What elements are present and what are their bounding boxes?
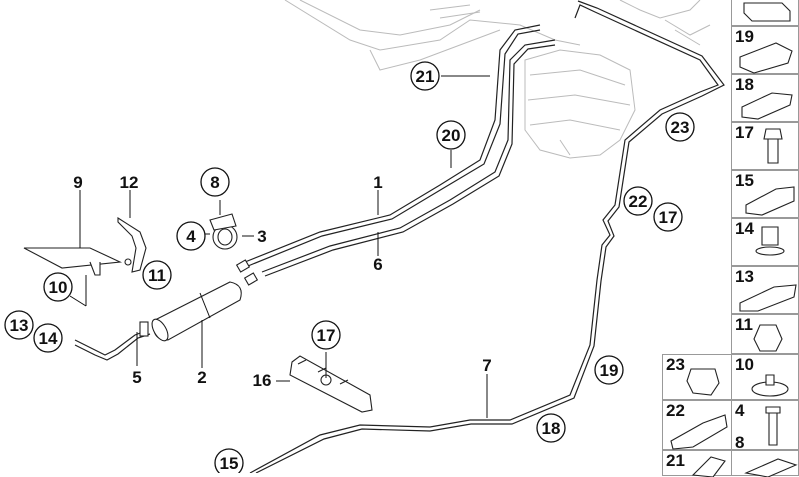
legend-cell-18[interactable]: 18 xyxy=(731,74,799,122)
svg-text:17: 17 xyxy=(659,208,678,227)
callout-1: 1 xyxy=(373,173,382,192)
parts-legend: 19 18 17 15 14 13 11 10 4 8 23 2 xyxy=(662,0,799,477)
legend-cell-19[interactable]: 19 xyxy=(731,26,799,74)
pipe-holder-icon xyxy=(741,92,793,120)
callout-circle-18: 18 xyxy=(536,413,566,443)
bracket-12 xyxy=(117,216,147,273)
legend-cell-23[interactable]: 23 xyxy=(662,354,732,400)
callout-9: 9 xyxy=(73,173,82,192)
legend-cell-15[interactable]: 15 xyxy=(731,170,799,218)
legend-cell-10[interactable]: 10 xyxy=(731,354,799,400)
fuel-tank-ghost xyxy=(524,49,636,159)
callout-circle-15: 15 xyxy=(214,448,244,473)
callout-2: 2 xyxy=(197,368,206,387)
svg-text:10: 10 xyxy=(49,278,68,297)
callout-circle-17-right: 17 xyxy=(653,202,683,232)
legend-cell-block[interactable] xyxy=(731,450,799,477)
legend-cell-22[interactable]: 22 xyxy=(662,400,732,450)
legend-cell-14[interactable]: 14 xyxy=(731,218,799,266)
callout-circle-17-holder: 17 xyxy=(311,320,341,350)
fuel-line-1-20 xyxy=(244,24,541,267)
legend-cell-11[interactable]: 11 xyxy=(731,314,799,354)
pipe-holder-icon xyxy=(739,284,797,312)
bracket-9 xyxy=(23,247,123,276)
svg-text:13: 13 xyxy=(10,316,29,335)
callout-circle-22: 22 xyxy=(623,186,653,216)
legend-cell-17[interactable]: 17 xyxy=(731,122,799,170)
pipe-holder-icon xyxy=(691,456,726,477)
hose-5 xyxy=(74,321,151,361)
callout-circle-8: 8 xyxy=(200,167,230,197)
legend-cell-21[interactable]: 21 xyxy=(662,450,732,477)
callout-circle-19: 19 xyxy=(594,355,624,385)
sealing-block-icon xyxy=(744,458,798,477)
pipe-holder-16 xyxy=(289,355,373,413)
svg-text:14: 14 xyxy=(39,329,58,348)
callout-6: 6 xyxy=(373,255,382,274)
callout-circle-11: 11 xyxy=(142,260,172,290)
callout-circle-13: 13 xyxy=(4,310,34,340)
legend-cell-13[interactable]: 13 xyxy=(731,266,799,314)
clamp-3 xyxy=(209,213,238,250)
svg-text:15: 15 xyxy=(220,454,239,473)
callout-circle-21: 21 xyxy=(410,61,440,91)
return-line-7 xyxy=(249,0,725,473)
callout-circle-10: 10 xyxy=(43,272,73,302)
screw-icon xyxy=(765,406,781,446)
vehicle-body-ghost xyxy=(284,0,711,71)
leader-lines xyxy=(69,75,490,418)
svg-text:19: 19 xyxy=(600,361,619,380)
svg-text:20: 20 xyxy=(442,126,461,145)
clip-icon xyxy=(761,226,779,246)
callout-circle-4: 4 xyxy=(176,221,206,251)
callout-3: 3 xyxy=(257,227,266,246)
svg-text:22: 22 xyxy=(629,192,648,211)
bolt-icon xyxy=(763,128,783,164)
svg-text:17: 17 xyxy=(317,326,336,345)
nut-icon xyxy=(753,324,783,352)
fuel-filter-2 xyxy=(151,259,259,342)
svg-text:21: 21 xyxy=(416,67,435,86)
callout-7: 7 xyxy=(482,356,491,375)
callout-circle-20: 20 xyxy=(436,120,466,150)
svg-text:23: 23 xyxy=(671,118,690,137)
svg-text:11: 11 xyxy=(148,266,166,285)
fuel-line-6-21 xyxy=(261,39,556,277)
svg-text:4: 4 xyxy=(186,227,196,246)
callout-circle-14: 14 xyxy=(33,323,63,353)
legend-cell-4-8[interactable]: 4 8 xyxy=(731,400,799,452)
legend-cell-top[interactable] xyxy=(731,0,799,26)
svg-text:18: 18 xyxy=(542,419,561,438)
pipe-holder-icon xyxy=(670,414,728,450)
svg-text:8: 8 xyxy=(210,173,219,192)
callout-12: 12 xyxy=(120,173,139,192)
pipe-holder-icon xyxy=(739,42,793,74)
clip-icon xyxy=(743,2,791,22)
callout-5: 5 xyxy=(132,368,141,387)
callout-16: 16 xyxy=(253,371,272,390)
pipe-clamp-icon xyxy=(686,368,720,396)
callout-circle-23: 23 xyxy=(665,112,695,142)
pipe-holder-icon xyxy=(745,186,795,216)
